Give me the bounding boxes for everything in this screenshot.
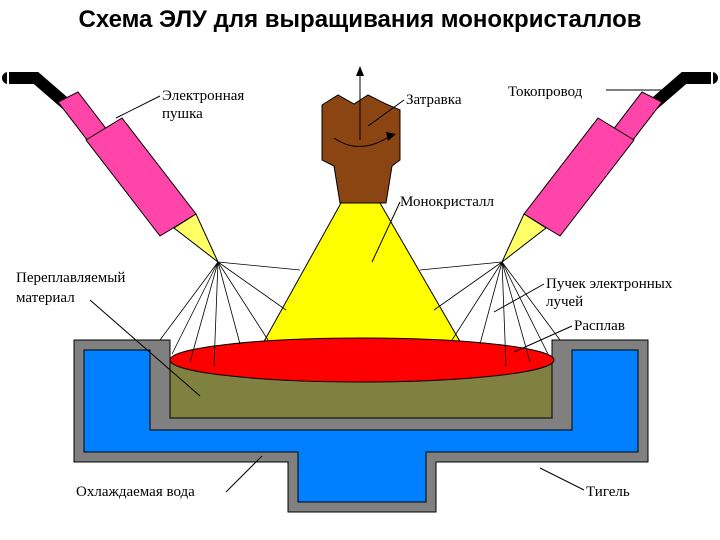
label-melt: Расплав	[574, 318, 625, 334]
melt-ellipse	[169, 337, 555, 383]
leader-electron-beam	[493, 283, 545, 313]
beam-ray	[217, 261, 301, 271]
leader-remelted-material	[89, 299, 201, 397]
label-electron-gun-2: пушка	[162, 106, 203, 122]
beam-ray	[501, 261, 507, 367]
label-crucible: Тигель	[586, 484, 630, 500]
single-crystal-cone	[261, 202, 463, 346]
label-current-lead: Токопровод	[508, 84, 583, 100]
seed-rotation-arrow-head	[386, 132, 396, 141]
beam-ray	[433, 261, 503, 311]
right-gun-body	[523, 117, 635, 237]
left-cable	[2, 72, 72, 110]
leader-seed	[367, 99, 405, 127]
right-electron-beams	[419, 261, 561, 367]
beam-ray	[501, 261, 531, 363]
seed-pull-arrow-head	[356, 66, 364, 76]
left-electron-beams	[159, 261, 301, 367]
label-cooling-water: Охлаждаемая вода	[76, 484, 195, 500]
leader-crucible	[539, 467, 585, 491]
beam-ray	[451, 261, 503, 341]
label-remelted-material-2: материал	[16, 290, 75, 306]
left-beam-cone	[173, 213, 219, 263]
left-gun-body	[85, 117, 197, 237]
leader-electron-gun	[115, 95, 161, 119]
leader-melt	[513, 325, 573, 353]
right-beam-cone	[501, 213, 547, 263]
label-electron-beam-2: лучей	[546, 294, 583, 310]
beam-ray	[189, 261, 219, 363]
beam-ray	[217, 261, 269, 341]
beam-ray	[171, 261, 219, 355]
beam-ray	[217, 261, 241, 345]
beam-ray	[159, 261, 219, 341]
label-single-crystal: Монокристалл	[400, 194, 494, 210]
beam-ray	[501, 261, 549, 355]
right-cable	[648, 72, 718, 110]
beam-ray	[501, 261, 561, 341]
label-remelted-material-1: Переплавляемый	[16, 270, 125, 286]
beam-ray	[419, 261, 503, 271]
right-electron-gun	[501, 72, 718, 263]
leader-cooling-water	[225, 455, 263, 493]
seed-rotation-arc	[333, 135, 391, 147]
cooling-water-region	[83, 349, 639, 503]
leader-single-crystal	[371, 201, 401, 263]
beam-ray	[217, 261, 287, 311]
label-seed: Затравка	[406, 92, 462, 108]
label-electron-beam-1: Пучек электронных	[546, 276, 673, 292]
seed-crystal	[321, 94, 401, 204]
diagram-title: Схема ЭЛУ для выращивания монокристаллов	[78, 6, 642, 33]
label-electron-gun-1: Электронная	[162, 88, 244, 104]
beam-ray	[213, 261, 219, 367]
left-electron-gun	[2, 72, 219, 263]
beam-ray	[479, 261, 503, 345]
